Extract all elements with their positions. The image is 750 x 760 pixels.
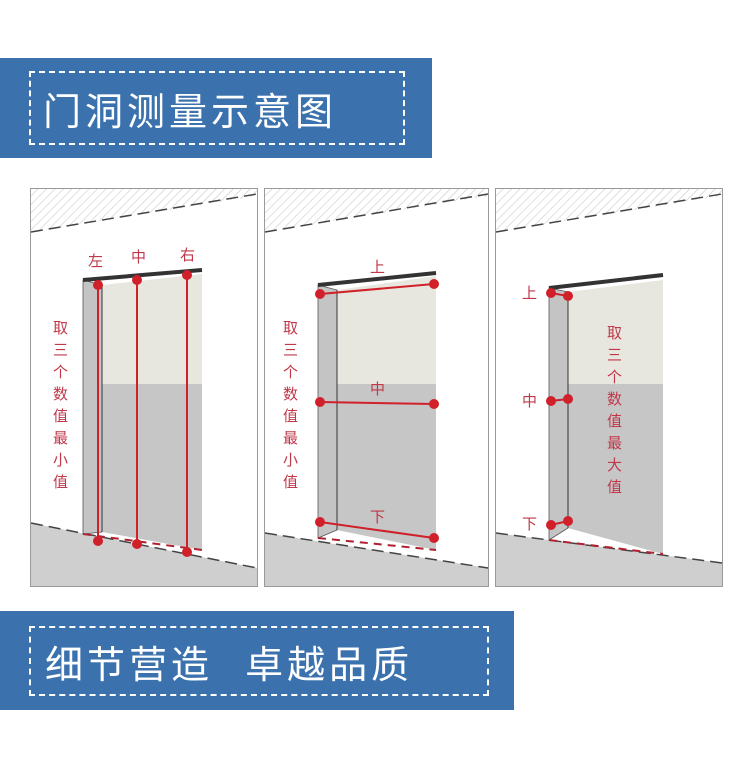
svg-text:小: 小 bbox=[283, 451, 298, 469]
dashed-frame: 门洞测量示意图 bbox=[29, 71, 405, 145]
panel-height-measure: 上 中 下 取 三 个 数 值 最 小 值 bbox=[264, 188, 489, 587]
label-top: 上 bbox=[522, 284, 537, 302]
header-banner: 门洞测量示意图 bbox=[0, 58, 432, 158]
label-bottom: 下 bbox=[370, 508, 385, 526]
svg-text:值: 值 bbox=[607, 412, 622, 430]
slogan-text: 细节营造 卓越品质 bbox=[45, 642, 414, 687]
svg-text:值: 值 bbox=[283, 407, 298, 425]
panel-depth-measure: 上 中 下 取 三 个 数 值 最 大 值 bbox=[495, 188, 723, 587]
svg-text:取: 取 bbox=[53, 319, 68, 337]
svg-text:小: 小 bbox=[53, 451, 68, 469]
footer-banner: 细节营造 卓越品质 bbox=[0, 611, 514, 710]
side-text: 取 三 个 数 值 最 小 值 bbox=[53, 319, 68, 491]
svg-text:值: 值 bbox=[53, 473, 68, 491]
svg-text:大: 大 bbox=[607, 456, 622, 474]
svg-text:值: 值 bbox=[607, 478, 622, 496]
label-top: 上 bbox=[370, 258, 385, 276]
svg-text:数: 数 bbox=[607, 390, 622, 408]
label-middle: 中 bbox=[522, 392, 537, 410]
svg-text:取: 取 bbox=[283, 319, 298, 337]
svg-text:最: 最 bbox=[283, 429, 298, 447]
svg-text:数: 数 bbox=[53, 385, 68, 403]
panel-width-measure: 左 中 右 取 三 个 数 值 最 小 值 bbox=[30, 188, 258, 587]
svg-text:三: 三 bbox=[283, 341, 298, 359]
svg-text:三: 三 bbox=[53, 341, 68, 359]
dashed-frame: 细节营造 卓越品质 bbox=[29, 626, 489, 696]
svg-text:取: 取 bbox=[607, 324, 622, 342]
label-left: 左 bbox=[88, 252, 103, 270]
svg-text:个: 个 bbox=[607, 368, 622, 386]
svg-text:最: 最 bbox=[53, 429, 68, 447]
svg-text:个: 个 bbox=[53, 363, 68, 381]
label-middle: 中 bbox=[131, 248, 146, 266]
svg-text:值: 值 bbox=[283, 473, 298, 491]
svg-text:三: 三 bbox=[607, 346, 622, 364]
side-text: 取 三 个 数 值 最 小 值 bbox=[283, 319, 298, 491]
svg-text:值: 值 bbox=[53, 407, 68, 425]
label-middle: 中 bbox=[370, 380, 385, 398]
label-bottom: 下 bbox=[522, 515, 537, 533]
side-text: 取 三 个 数 值 最 大 值 bbox=[607, 324, 622, 496]
svg-text:个: 个 bbox=[283, 363, 298, 381]
svg-text:最: 最 bbox=[607, 434, 622, 452]
svg-text:数: 数 bbox=[283, 385, 298, 403]
page-title: 门洞测量示意图 bbox=[43, 89, 338, 134]
label-right: 右 bbox=[180, 246, 195, 264]
